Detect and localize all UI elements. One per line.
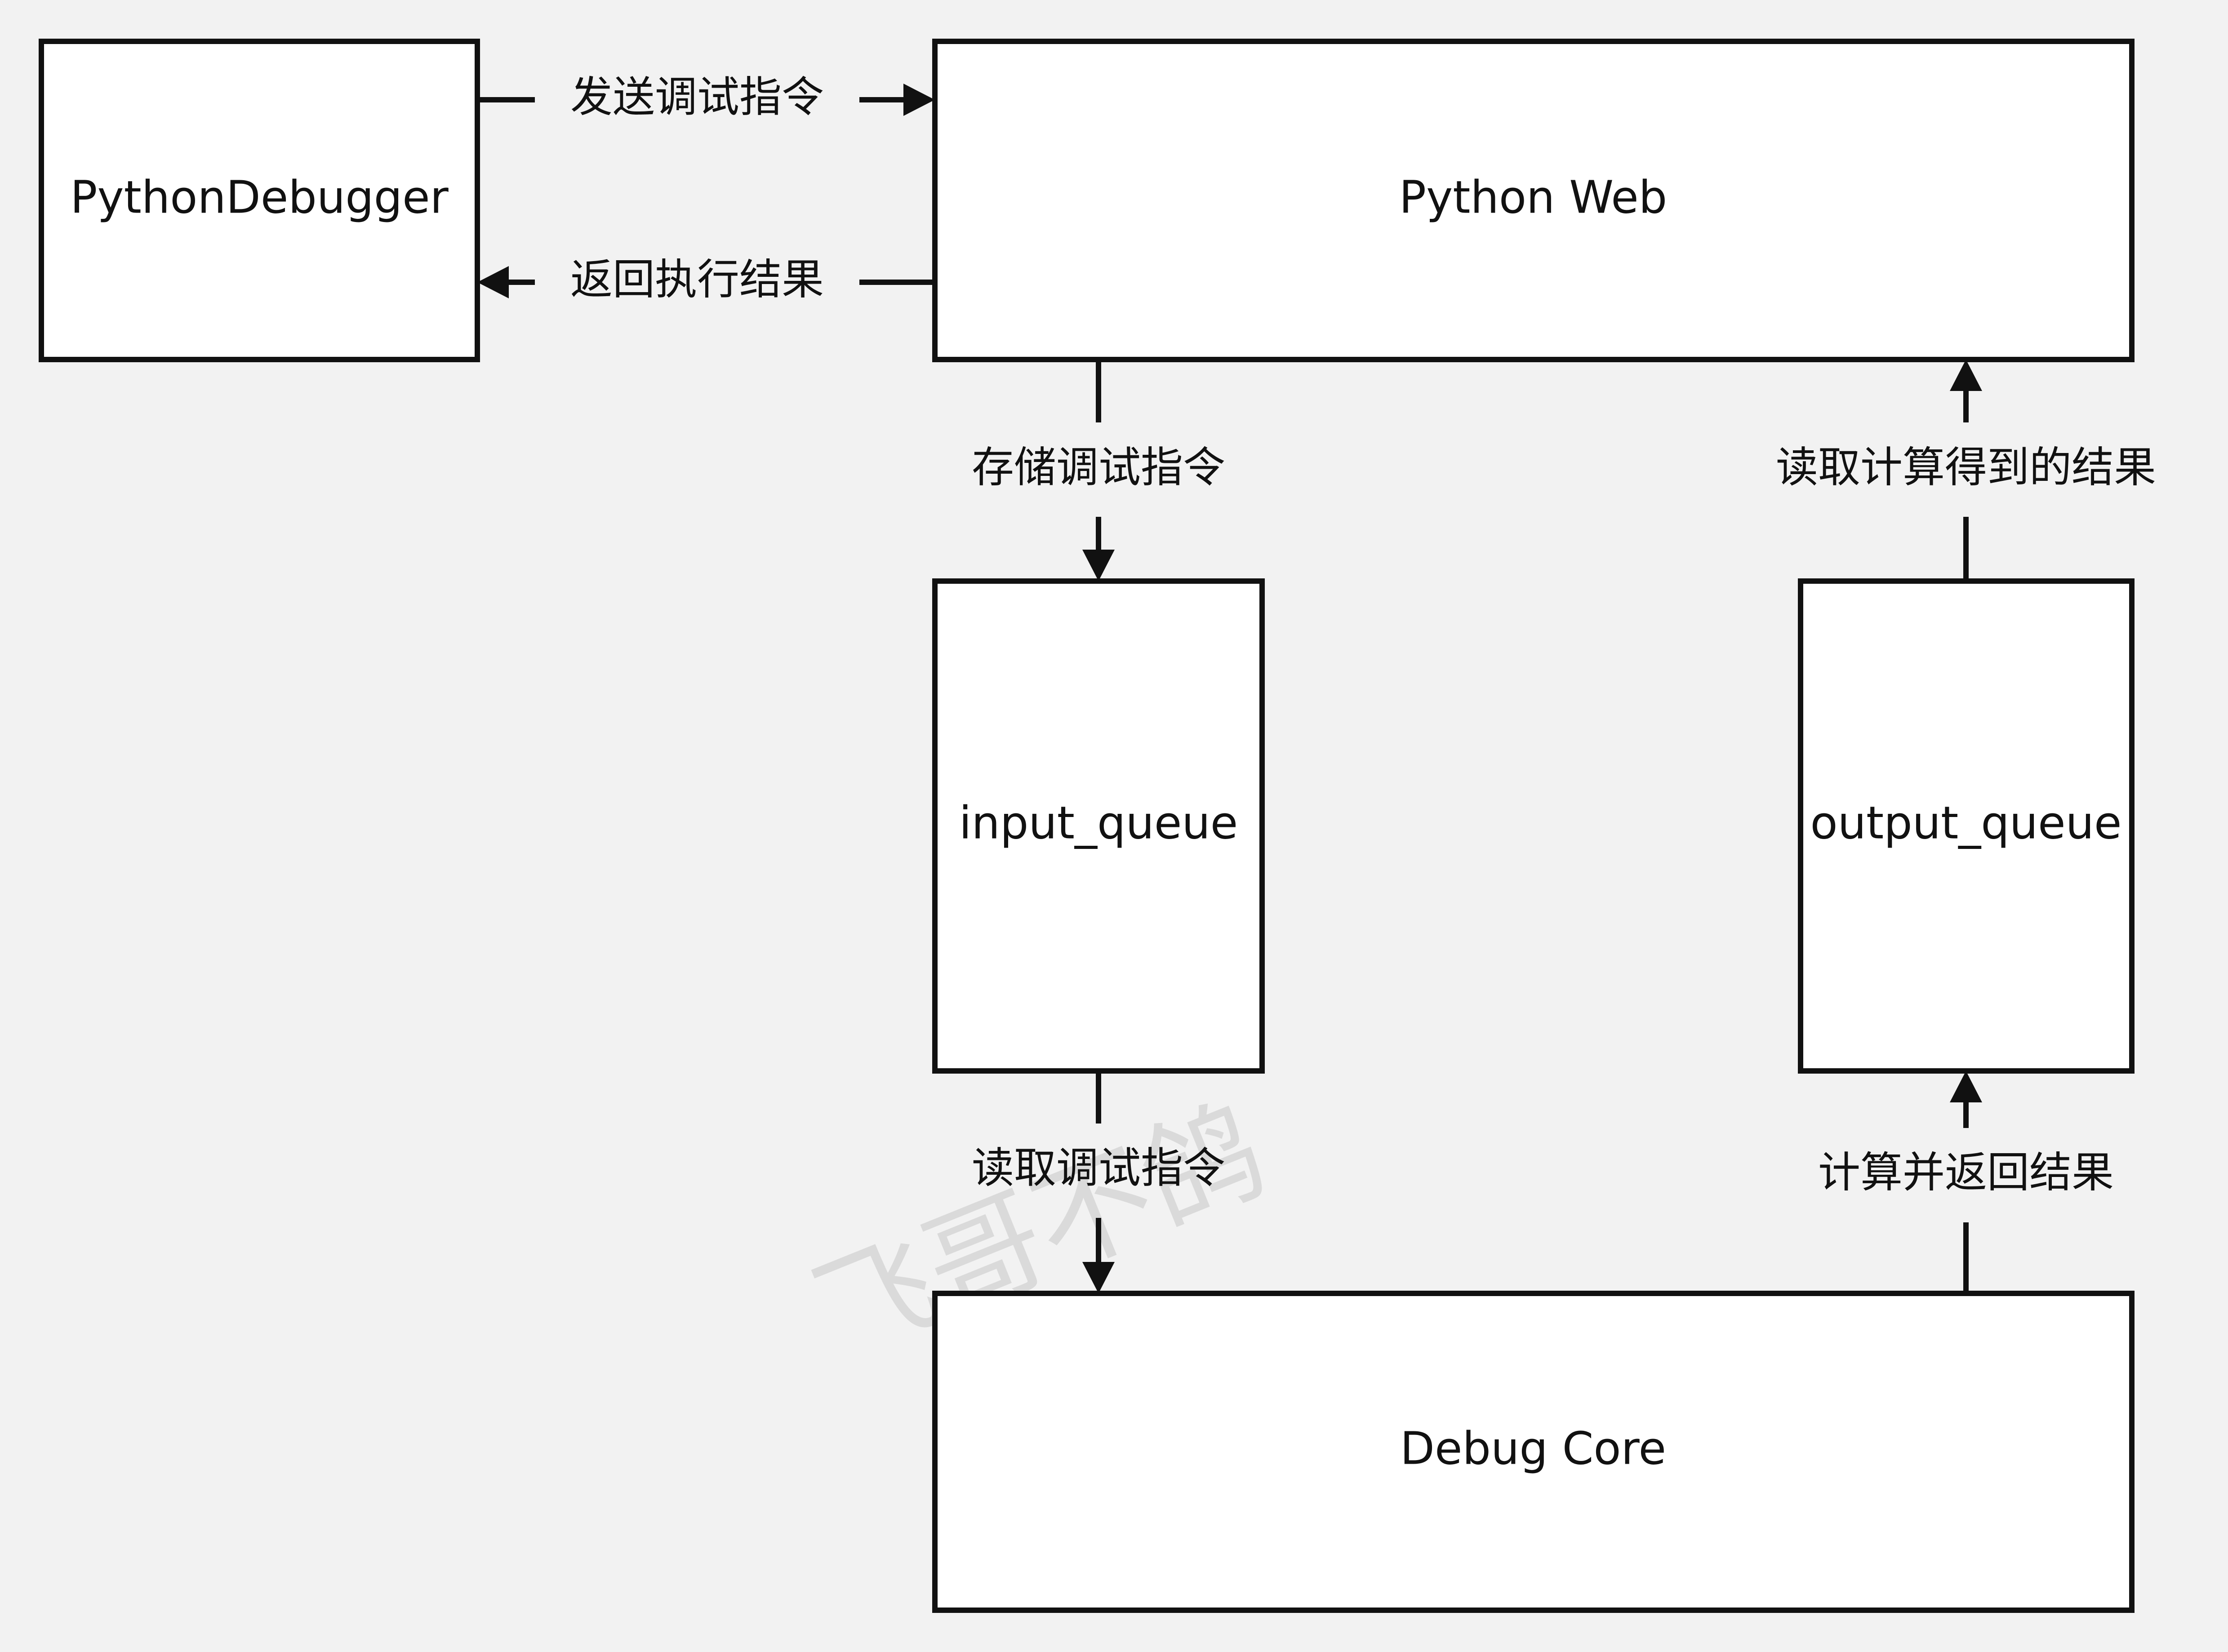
input-queue-label: input_queue: [959, 796, 1238, 849]
compute-return-label: 计算并返回结果: [1818, 1148, 2114, 1197]
node-input-queue: input_queue: [932, 578, 1265, 1074]
debug-core-box: [932, 1291, 2135, 1613]
return-result-label: 返回执行结果: [570, 255, 824, 304]
arrow-left-icon: [477, 266, 509, 298]
input-queue-box: [932, 578, 1265, 1074]
arrow-down-icon: [1082, 1262, 1115, 1293]
python-debugger-label: PythonDebugger: [70, 171, 449, 223]
arrow-up-icon: [1950, 1071, 1982, 1102]
edge-return-result: 返回执行结果: [477, 255, 935, 304]
python-web-label: Python Web: [1399, 171, 1667, 223]
read-command-label: 读取调试指令: [972, 1144, 1225, 1193]
node-python-debugger: PythonDebugger: [39, 39, 480, 362]
edge-store-command: 存储调试指令: [972, 360, 1225, 581]
edge-read-result: 读取计算得到的结果: [1776, 360, 2156, 581]
python-debugger-box: [39, 39, 480, 362]
arrow-right-icon: [903, 84, 935, 116]
debug-core-label: Debug Core: [1400, 1422, 1666, 1474]
output-queue-label: output_queue: [1810, 796, 2121, 849]
node-debug-core: Debug Core: [932, 1291, 2135, 1613]
store-command-label: 存储调试指令: [972, 443, 1225, 492]
edge-send-command: 发送调试指令: [477, 73, 935, 122]
send-command-label: 发送调试指令: [570, 73, 824, 122]
arrow-up-icon: [1950, 360, 1982, 391]
read-result-label: 读取计算得到的结果: [1776, 443, 2156, 492]
node-python-web: Python Web: [932, 39, 2135, 362]
python-web-box: [932, 39, 2135, 362]
edge-compute-return: 计算并返回结果: [1818, 1071, 2114, 1293]
output-queue-box: [1798, 578, 2135, 1074]
edge-read-command: 读取调试指令: [972, 1071, 1225, 1293]
arrow-down-icon: [1082, 550, 1115, 581]
node-output-queue: output_queue: [1798, 578, 2135, 1074]
